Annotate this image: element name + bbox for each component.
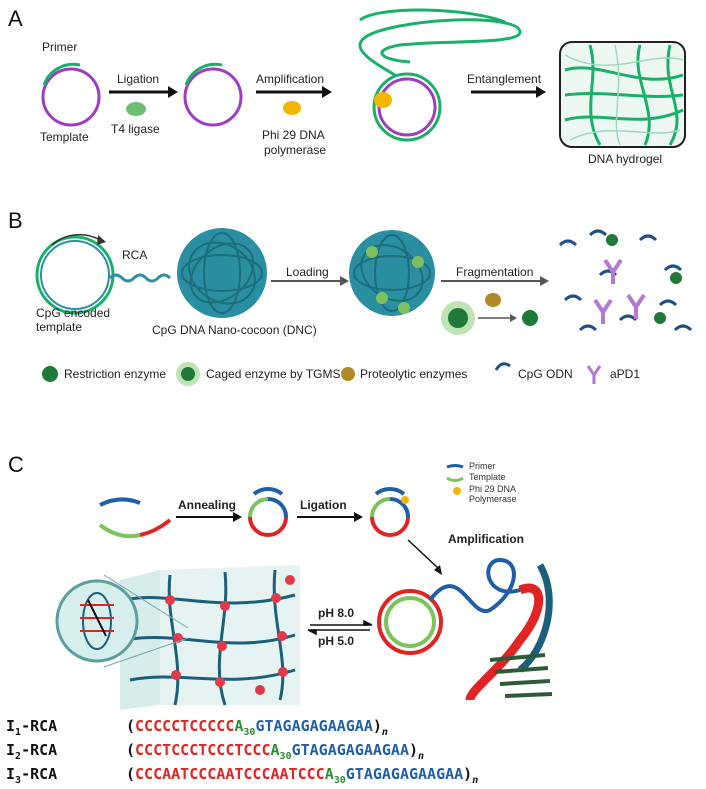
c-ph-high-label: pH 8.0	[318, 606, 355, 620]
b-cpg-label-1: CpG encoded	[36, 306, 111, 320]
b-loaded-ball	[349, 230, 435, 316]
b-apd1-fragments	[593, 258, 646, 324]
c-ligated-circle	[370, 486, 410, 537]
b-legend-proteolytic: Proteolytic enzymes	[360, 367, 468, 381]
b-legend-apd1: aPD1	[610, 367, 641, 381]
c-equilibrium-arrows	[307, 619, 373, 636]
a-ligation-label: Ligation	[117, 72, 160, 86]
panel-c-letter: C	[8, 452, 24, 477]
a-dna-hydrogel-box	[559, 41, 686, 148]
c-amplification-label: Amplification	[448, 532, 525, 546]
c-legend-template: Template	[469, 472, 506, 482]
c-legend-phi-1: Phi 29 DNA	[469, 484, 517, 494]
a-phi-label-2: polymerase	[264, 143, 327, 157]
b-rca-template-circle	[35, 233, 115, 315]
b-rca-label: RCA	[122, 248, 148, 262]
panel-a-letter: A	[8, 6, 23, 31]
b-cpg-label-2: template	[36, 320, 83, 334]
c-ph-low-label: pH 5.0	[318, 634, 355, 648]
b-rca-strand	[108, 273, 172, 283]
c-legend-phi-2: Polymerase	[469, 494, 517, 504]
c-magnified-detail	[55, 574, 189, 668]
c-legend-primer: Primer	[469, 461, 496, 471]
a-amplification-label: Amplification	[256, 72, 325, 86]
sequence-row-3: I3-RCA(CCCAATCCCAATCCCAATCCCA30GTAGAGAGA…	[6, 765, 479, 786]
a-phi-label-1: Phi 29 DNA	[262, 128, 325, 142]
c-annealed-circle	[248, 486, 288, 537]
c-hydrogel-cube	[120, 565, 300, 710]
c-bases	[489, 653, 553, 698]
a-t4-label: T4 ligase	[111, 122, 160, 136]
c-rca-product	[377, 557, 553, 702]
b-legend-cpg-odn: CpG ODN	[518, 367, 573, 381]
b-fragments	[558, 229, 693, 332]
b-fragmentation-label: Fragmentation	[456, 265, 534, 279]
b-legend-restriction: Restriction enzyme	[64, 367, 167, 381]
a-circle-primer-template	[41, 62, 101, 127]
c-annealing-label: Annealing	[178, 498, 237, 512]
sequence-row-2: I2-RCA(CCCTCCCTCCCTCCCA30GTAGAGAGAAGAA)n	[6, 741, 425, 762]
b-dnc-label: CpG DNA Nano-cocoon (DNC)	[152, 323, 317, 337]
b-legend-caged: Caged enzyme by TGMS	[206, 367, 341, 381]
a-primer-label: Primer	[42, 40, 78, 54]
sequence-row-1: I1-RCA(CCCCCTCCCCCA30GTAGAGAGAAGAA)n	[6, 717, 388, 738]
a-circle-ligated	[183, 62, 243, 127]
a-hydrogel-label: DNA hydrogel	[588, 152, 663, 166]
b-caged-enzyme	[441, 301, 475, 335]
b-dnc-ball	[177, 228, 267, 318]
panel-b-letter: B	[8, 208, 23, 233]
c-linear-strands	[98, 497, 172, 539]
b-loading-label: Loading	[286, 265, 329, 279]
c-ligation-label: Ligation	[300, 498, 347, 512]
a-template-label: Template	[40, 130, 89, 144]
a-entanglement-label: Entanglement	[467, 72, 542, 86]
